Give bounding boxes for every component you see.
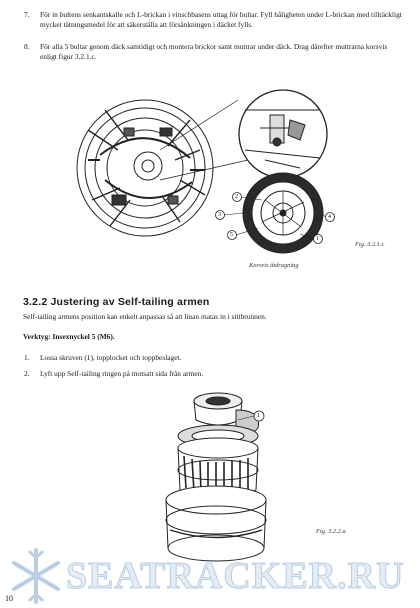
step-text: Lyft upp Self-tailing ringen på motsatt … xyxy=(40,369,204,378)
figure-caption: Fig. 3.2.1.c xyxy=(355,241,385,248)
step-text: För in bultens senkantskalle och L-brick… xyxy=(40,10,402,29)
callout-4: 4 xyxy=(328,214,331,220)
page-number: 10 xyxy=(5,594,13,603)
step-number: 1. xyxy=(24,353,30,362)
tool-requirement: Verktyg: Insexnyckel 5 (M6). xyxy=(23,332,115,341)
callout-3: 3 xyxy=(218,212,221,218)
watermark-text: SEATRACKER.RU xyxy=(66,555,405,598)
step-number: 8. xyxy=(24,42,30,51)
snowflake-logo xyxy=(12,548,60,604)
step-text: Lossa skruven (1), topplocket och toppbe… xyxy=(40,353,182,362)
figure2-caption: Fig. 3.2.2.a xyxy=(316,528,346,535)
section-intro: Self-tailing armens position kan enkelt … xyxy=(23,312,267,321)
step-text: För alla 5 bultar genom däck samtidigt o… xyxy=(40,42,388,61)
figure-sub-caption: Korsvis åtdragning xyxy=(249,262,299,269)
callout-1: 1 xyxy=(316,236,319,242)
callout-5: 5 xyxy=(230,232,233,238)
figure2-callout-1: 1 xyxy=(257,412,261,419)
step-number: 7. xyxy=(24,10,30,19)
section-heading: 3.2.2 Justering av Self-tailing armen xyxy=(23,296,210,308)
callout-2: 2 xyxy=(235,194,238,200)
step-number: 2. xyxy=(24,369,30,378)
